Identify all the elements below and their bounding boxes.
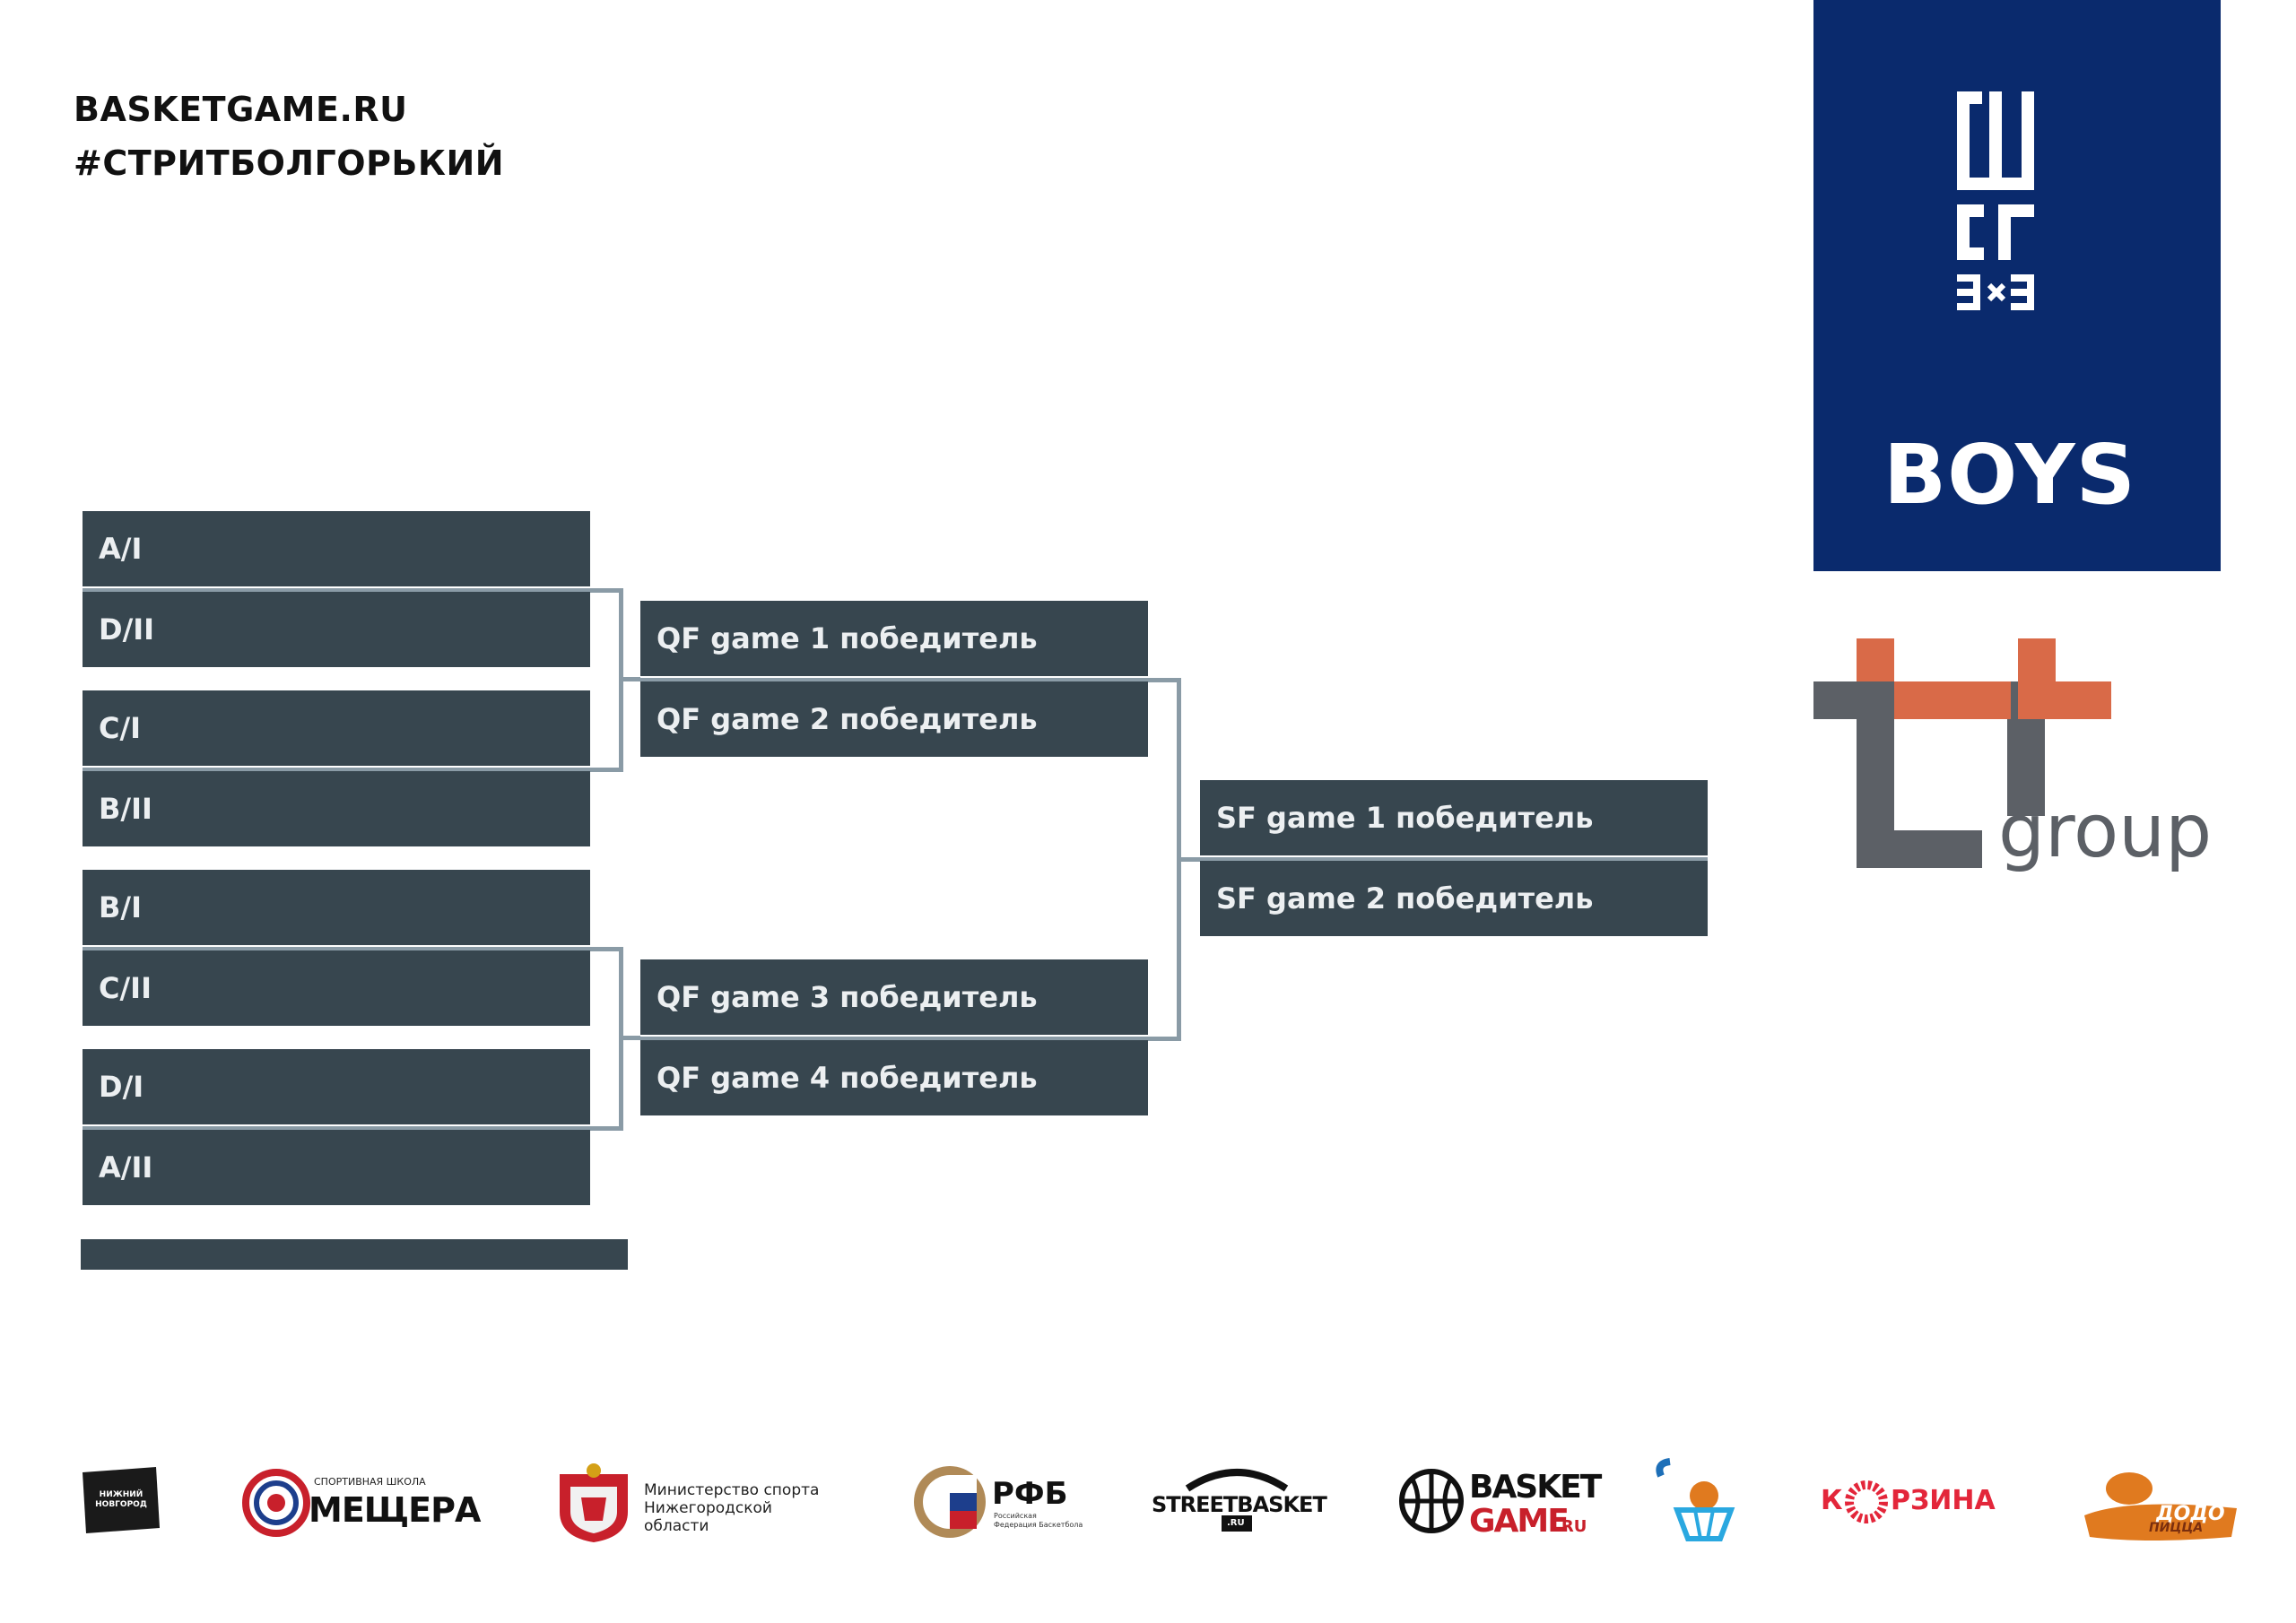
bracket-slot-round1: A/I: [83, 511, 590, 586]
partner-meshchera-subtitle: СПОРТИВНАЯ ШКОЛА: [314, 1476, 426, 1488]
bracket-connector-line: [83, 588, 619, 593]
bracket-connector-line: [619, 1036, 640, 1040]
partner-dodo-line-1: ДОДО: [2156, 1503, 2225, 1525]
sponsor-logo-word: group: [1998, 789, 2213, 874]
partner-rfb-small-1: Российская: [994, 1512, 1037, 1520]
partner-ministry-line-2: Нижегородской: [644, 1499, 772, 1517]
bracket-slot-round1: A/II: [83, 1130, 590, 1205]
hashtag: #СТРИТБОЛГОРЬКИЙ: [74, 143, 505, 183]
bracket-connector-line: [619, 677, 640, 681]
partner-ministry-line-3: области: [644, 1517, 709, 1535]
rfb-ball-icon: [914, 1466, 986, 1538]
bracket-slot-quarterfinal: QF game 4 победитель: [640, 1040, 1148, 1115]
bracket-connector-line: [640, 1037, 1177, 1041]
partner-ministry-logo: Министерство спорта Нижегородской област…: [551, 1462, 829, 1544]
streetbasket-arc-icon: [1185, 1469, 1289, 1532]
partner-hoop-logo: [1650, 1458, 1740, 1544]
partner-basketgame-game: GAME: [1469, 1503, 1570, 1540]
bracket-slot-round1: C/I: [83, 690, 590, 766]
partner-meshchera-name: МЕЩЕРА: [309, 1490, 481, 1530]
partner-ministry-line-1: Министерство спорта: [644, 1481, 820, 1499]
korzina-ring-icon: [1845, 1480, 1888, 1523]
partner-nn-text: НИЖНИЙ НОВГОРОД: [95, 1490, 147, 1509]
partner-korzina-rest: РЗИНА: [1891, 1485, 1996, 1516]
partner-nizhny-novgorod-logo: НИЖНИЙ НОВГОРОД: [79, 1467, 161, 1533]
bracket-slot-round1: C/II: [83, 950, 590, 1026]
bracket-slot-semifinal: SF game 1 победитель: [1200, 780, 1708, 855]
bracket-slot-round1: B/II: [83, 771, 590, 846]
partner-dodo-line-2: ПИЦЦА: [2149, 1521, 2204, 1535]
bracket-connector-line: [640, 678, 1177, 682]
nn-badge-icon: [83, 1467, 160, 1533]
basketball-icon: [1399, 1469, 1464, 1533]
partner-korzina-logo: К РЗИНА: [1821, 1471, 2000, 1533]
partner-rfb-name: РФБ: [992, 1476, 1068, 1512]
partner-basketgame-basket: BASKET: [1469, 1469, 1602, 1506]
bracket-slot-semifinal: SF game 2 победитель: [1200, 861, 1708, 936]
bracket-empty-slot: [81, 1239, 628, 1270]
bracket-slot-quarterfinal: QF game 3 победитель: [640, 959, 1148, 1035]
sponsor-logo: group: [1813, 628, 2235, 897]
bracket-connector-line: [83, 768, 619, 772]
bracket-slot-round1: D/II: [83, 592, 590, 667]
partner-streetbasket-name: STREETBASKET: [1152, 1492, 1327, 1517]
partner-rfb-small-2: Федерация Баскетбола: [994, 1521, 1083, 1529]
dodo-bird-icon: [2084, 1472, 2237, 1541]
partner-streetbasket-logo: STREETBASKET .RU: [1152, 1462, 1327, 1542]
category-label: BOYS: [1883, 427, 2136, 523]
site-name: BASKETGAME.RU: [74, 90, 408, 129]
bracket-slot-round1: D/I: [83, 1049, 590, 1124]
partner-korzina-k: К: [1821, 1485, 1843, 1516]
bracket-connector-line: [1177, 857, 1708, 862]
bracket-slot-quarterfinal: QF game 2 победитель: [640, 681, 1148, 757]
t-plus-logo-icon: [1813, 638, 2111, 868]
bracket-connector-line: [83, 947, 619, 951]
bracket-connector-line: [83, 1126, 619, 1131]
partner-meshchera-logo: СПОРТИВНАЯ ШКОЛА МЕЩЕРА: [240, 1467, 481, 1539]
partner-streetbasket-ru: .RU: [1227, 1518, 1245, 1528]
category-panel: BOYS: [1813, 0, 2221, 571]
partner-rfb-logo: РФБ Российская Федерация Баскетбола: [911, 1462, 1091, 1542]
bracket-slot-round1: B/I: [83, 870, 590, 945]
streetball-gorky-logo: [1957, 91, 2034, 310]
bracket-slot-quarterfinal: QF game 1 победитель: [640, 601, 1148, 676]
coat-of-arms-icon: [560, 1463, 628, 1542]
hoop-icon: [1656, 1458, 1735, 1541]
partner-dodo-logo: ДОДО ПИЦЦА: [2075, 1462, 2246, 1544]
partner-basketgame-logo: BASKET GAME .RU: [1397, 1462, 1602, 1542]
meshchera-swirl-icon: [242, 1469, 310, 1537]
partner-basketgame-ru: .RU: [1555, 1517, 1587, 1536]
